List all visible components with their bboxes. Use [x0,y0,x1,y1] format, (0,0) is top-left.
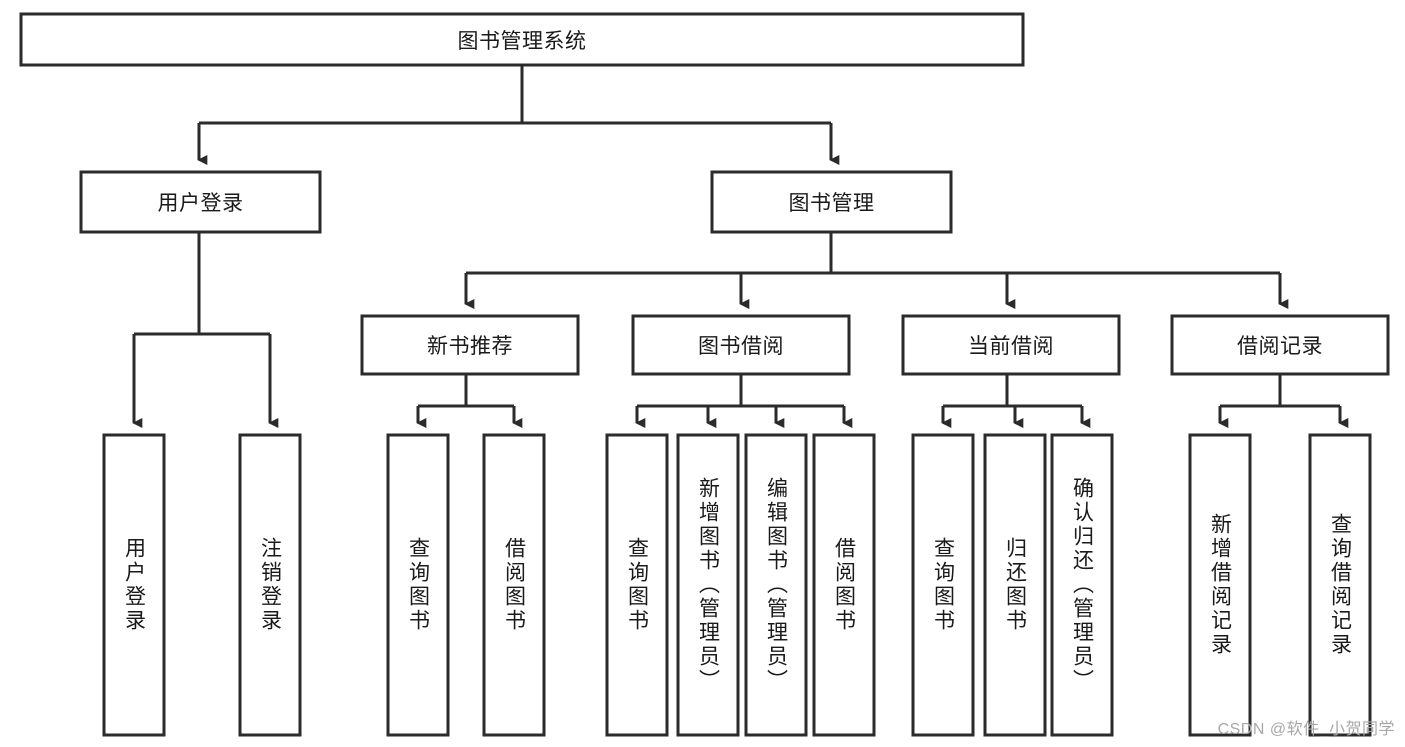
leaf-box-12[interactable] [1308,433,1372,737]
leaf-box-4[interactable] [605,433,669,737]
leaf-box-2[interactable] [386,433,450,737]
leaf-box-9[interactable] [983,433,1047,737]
node-root-system[interactable] [19,12,1025,67]
leaf-box-0[interactable] [102,433,166,737]
node-user-login[interactable] [79,170,322,234]
leaf-box-10[interactable] [1050,433,1114,737]
node-book-borrow[interactable] [631,314,851,376]
node-book-management[interactable] [710,170,953,234]
leaf-box-3[interactable] [482,433,546,737]
leaf-box-5[interactable] [676,433,740,737]
leaf-box-8[interactable] [911,433,975,737]
node-borrow-record[interactable] [1170,314,1390,376]
leaf-box-7[interactable] [812,433,876,737]
leaf-box-11[interactable] [1188,433,1252,737]
node-current-borrow[interactable] [901,314,1121,376]
leaf-box-1[interactable] [238,433,302,737]
node-new-book-recommend[interactable] [360,314,580,376]
leaf-box-6[interactable] [744,433,808,737]
